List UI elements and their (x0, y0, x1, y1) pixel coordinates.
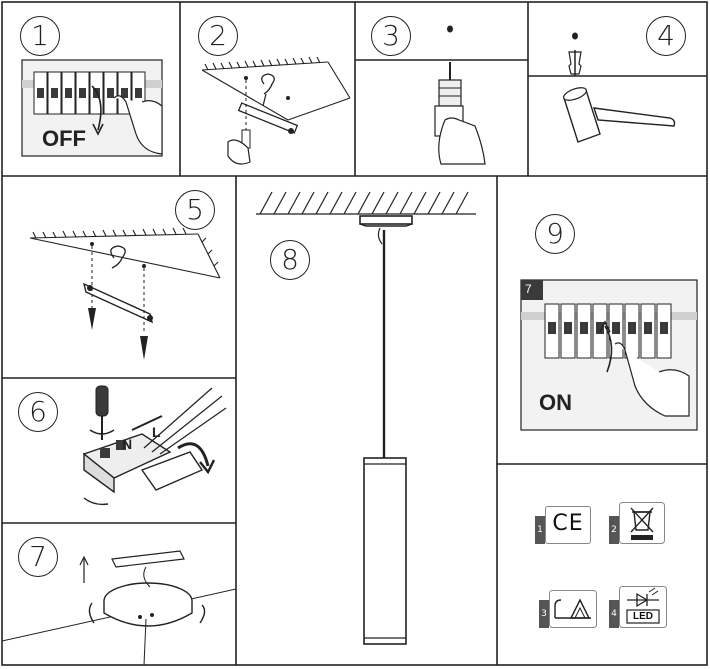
badge-index: 3 (539, 600, 549, 628)
off-label: OFF (42, 126, 86, 151)
certifications-panel: 1 CE 2 3 (497, 464, 707, 665)
step-number: 2 (198, 16, 238, 56)
hammer-anchor-illustration (562, 32, 676, 143)
step-2-panel: 2 (180, 2, 355, 176)
lamp-cylinder (363, 457, 407, 645)
hammer-icon (562, 87, 676, 143)
badge-index: 2 (609, 516, 619, 544)
bracket-mount-illustration (29, 227, 221, 360)
step-number: 7 (18, 537, 58, 577)
class-ii-triangle-icon (549, 590, 597, 628)
step-6-panel: 6 N L (2, 378, 236, 523)
step-number: 1 (20, 16, 60, 56)
badge-index: 1 (535, 516, 545, 544)
step-7-panel: 7 (2, 523, 236, 665)
pendant-light-illustration (256, 191, 476, 645)
terminal-l-label: L (152, 424, 161, 440)
tag-number: 7 (525, 282, 532, 296)
wiring-terminal-illustration (82, 385, 227, 506)
breaker-on-illustration (520, 279, 698, 431)
terminal-n-label: N (122, 436, 133, 452)
cert-badge-led: 4 LED (609, 586, 667, 628)
canopy (359, 215, 413, 227)
weee-crossed-bin-icon (619, 502, 665, 544)
step-3-panel: 3 (355, 2, 528, 176)
cert-badge-class2: 3 (539, 590, 597, 628)
led-diode-icon (619, 586, 667, 628)
step-number: 3 (371, 16, 411, 56)
cert-badge-weee: 2 (609, 502, 665, 544)
led-text: LED (633, 611, 653, 622)
step-5-panel: 5 (2, 176, 236, 378)
on-label: ON (539, 390, 572, 415)
ce-mark-text: CE (552, 511, 584, 536)
step-number: 8 (270, 240, 310, 280)
cert-badge-ce: 1 CE (535, 506, 591, 544)
screwdriver-icon (95, 385, 109, 440)
step-number: 5 (175, 190, 215, 230)
step-4-panel: 4 (528, 2, 707, 176)
step-1-panel: 1 (2, 2, 180, 176)
drill-mark-illustration (201, 56, 351, 165)
badge-index: 4 (609, 600, 619, 628)
step-8-panel: 8 (236, 176, 497, 665)
ce-mark-icon: CE (545, 506, 591, 544)
breaker-off-illustration (21, 59, 163, 157)
canopy-fix-illustration (2, 550, 236, 665)
step-number: 6 (18, 392, 58, 432)
step-9-panel: 9 (497, 176, 707, 464)
step-number: 9 (535, 214, 575, 254)
step-number: 4 (646, 16, 686, 56)
drilling-illustration (434, 25, 486, 165)
